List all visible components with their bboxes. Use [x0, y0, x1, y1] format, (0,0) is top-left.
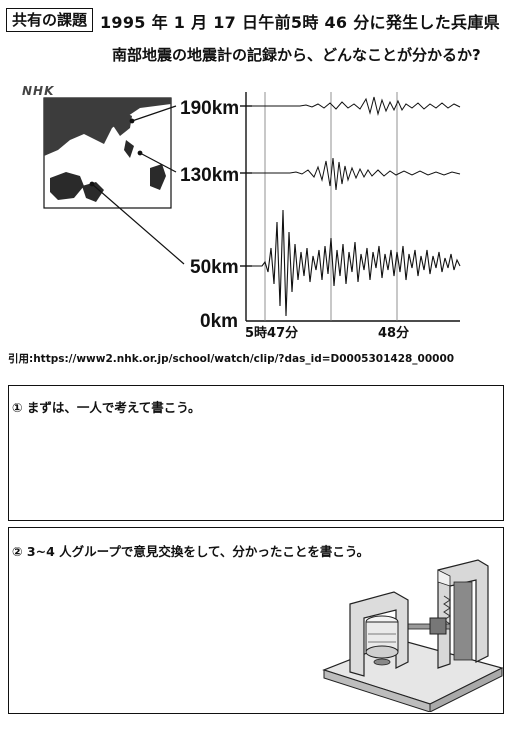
distance-label-50km: 50km [190, 257, 239, 278]
waveform-50km [252, 209, 461, 317]
answer-box-2 [8, 527, 504, 714]
map [43, 97, 172, 209]
title-line-2: 南部地震の地震計の記録から、どんなことが分かるか? [112, 46, 481, 64]
task-tag: 共有の課題 [6, 8, 94, 32]
distance-label-0km: 0km [200, 311, 238, 332]
question-1: ① まずは、一人で考えて書こう。 [12, 400, 201, 415]
citation-text: 引用:https://www2.nhk.or.jp/school/watch/c… [8, 353, 455, 365]
time-label-48: 48分 [378, 325, 409, 341]
title-line-1: 1995 年 1 月 17 日午前5時 46 分に発生した兵庫県 [100, 13, 500, 32]
time-label-547: 5時47分 [245, 325, 298, 341]
seismometer-illustration [322, 559, 504, 712]
waveform-130km [252, 157, 461, 191]
distance-label-190km: 190km [180, 98, 239, 119]
nhk-logo: NHK [22, 84, 55, 98]
seismogram-figure: 190km 130km 50km 0km 5時47分 48分 [43, 92, 461, 341]
graph-axes [240, 92, 460, 322]
pointer-lines [89, 105, 185, 265]
question-2: ② 3~4 人グループで意見交換をして、分かったことを書こう。 [12, 544, 370, 559]
answer-box-1 [8, 385, 504, 521]
waveform-190km [252, 96, 461, 116]
distance-label-130km: 130km [180, 165, 239, 186]
time-gridlines [264, 92, 398, 321]
